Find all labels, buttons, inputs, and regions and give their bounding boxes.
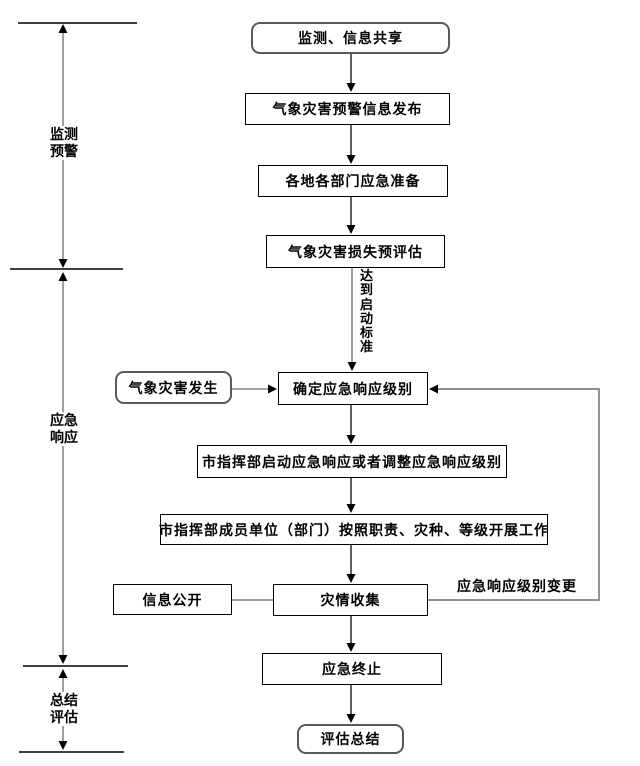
phase-label-monitoring-warning: 监测 预警 xyxy=(46,126,82,160)
flow-arrowheads xyxy=(268,83,438,723)
phase-label-line: 应急 xyxy=(50,412,78,428)
phase-label-line: 总结 xyxy=(50,692,78,708)
node-monitor-share: 监测、信息共享 xyxy=(251,22,450,54)
phase-label-emergency-response: 应急 响应 xyxy=(46,412,82,446)
edge-label-level-change: 应急响应级别变更 xyxy=(457,578,577,594)
node-pre-assess: 气象灾害损失预评估 xyxy=(266,235,445,268)
phase-label-line: 预警 xyxy=(50,143,78,159)
phase-label-line: 评估 xyxy=(50,709,78,725)
node-collect: 灾情收集 xyxy=(273,584,428,616)
bottom-strip xyxy=(0,760,640,766)
node-evaluate: 评估总结 xyxy=(297,724,404,754)
node-start-response: 市指挥部启动应急响应或者调整应急响应级别 xyxy=(197,445,507,478)
phase-label-line: 响应 xyxy=(50,429,78,445)
phase-axis-arrowheads xyxy=(58,24,68,750)
node-member-work: 市指挥部成员单位（部门）按照职责、灾种、等级开展工作 xyxy=(159,514,548,545)
node-info-public: 信息公开 xyxy=(113,584,232,615)
level-change-feedback-loop xyxy=(428,388,600,601)
edge-label-reach-standard: 达到启动标准 xyxy=(359,268,373,355)
phase-divider-lines xyxy=(10,22,137,753)
phase-label-summary-evaluation: 总结 评估 xyxy=(46,692,82,726)
node-terminate: 应急终止 xyxy=(262,653,442,685)
phase-label-line: 监测 xyxy=(50,126,78,142)
node-prepare: 各地各部门应急准备 xyxy=(258,165,448,197)
node-determine-level: 确定应急响应级别 xyxy=(278,372,428,405)
node-warning-release: 气象灾害预警信息发布 xyxy=(245,93,450,125)
node-disaster-occur: 气象灾害发生 xyxy=(115,371,232,404)
